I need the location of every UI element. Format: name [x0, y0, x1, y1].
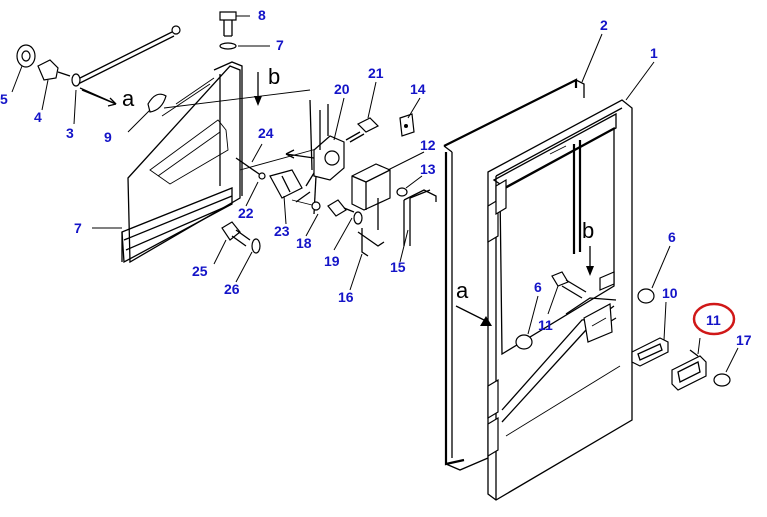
callout-labels: 2 1 8 7 5 4 3 9 7 24 22 23 18 19 20 21 1… — [0, 7, 752, 348]
callout-25: 23 — [274, 223, 290, 239]
fasteners-3-4-5 — [16, 44, 81, 87]
cap-6-lower — [515, 334, 533, 350]
clip-16 — [399, 113, 415, 137]
callout-11: 11 — [706, 312, 721, 328]
rods-17-18 — [357, 189, 437, 257]
grommet-10 — [147, 93, 167, 113]
callout-16: 14 — [410, 81, 426, 97]
callout-5: 5 — [0, 91, 8, 107]
view-letter-b-left: b — [268, 64, 280, 89]
view-letter-a-right: a — [456, 278, 469, 303]
bolt-9-washer-8 — [219, 11, 237, 50]
callout-4: 4 — [34, 109, 42, 125]
door-1 — [487, 99, 633, 501]
bolt-27-washer-28 — [221, 221, 261, 254]
callout-15: 13 — [420, 161, 436, 177]
callout-18: 16 — [338, 289, 354, 305]
callout-19: 17 — [736, 332, 752, 348]
callout-12: 10 — [662, 285, 678, 301]
callout-9: 8 — [258, 7, 266, 23]
callout-20: 18 — [296, 235, 312, 251]
callout-14: 12 — [420, 137, 436, 153]
leader-lines — [11, 15, 739, 373]
view-letter-b-right: b — [582, 218, 594, 243]
callout-6-lower: 6 — [534, 279, 542, 295]
callout-26: 24 — [258, 125, 274, 141]
callout-10: 9 — [104, 129, 112, 145]
callout-3: 3 — [66, 125, 74, 141]
view-letters: a b a b — [122, 64, 594, 303]
view-b-right — [586, 246, 615, 291]
callout-7: 7 — [74, 220, 82, 236]
callout-23: 21 — [368, 65, 384, 81]
callout-13: 11 — [538, 317, 553, 333]
callout-22: 20 — [334, 81, 350, 97]
door-seal-2 — [443, 78, 585, 471]
view-letter-a-left: a — [122, 86, 135, 111]
callout-27: 25 — [192, 263, 208, 279]
bolt-13 — [551, 271, 587, 299]
callout-28: 26 — [224, 281, 240, 297]
view-a-left — [81, 89, 117, 105]
callout-1: 1 — [650, 45, 658, 61]
highlight-ring — [692, 302, 736, 336]
callout-21: 19 — [324, 253, 340, 269]
trim-panel — [121, 61, 243, 264]
nut-15 — [396, 187, 408, 197]
callout-6-upper: 6 — [668, 229, 676, 245]
callout-24: 22 — [238, 205, 254, 221]
lock-body-22 — [285, 99, 345, 215]
view-b-left — [254, 72, 262, 106]
callout-2: 2 — [600, 17, 608, 33]
gasket-12 — [631, 337, 669, 367]
handle-11 — [671, 349, 707, 391]
knob-19 — [713, 373, 731, 387]
lock-parts-24-25-26 — [235, 157, 323, 203]
cap-6-upper — [637, 288, 655, 304]
striker-14 — [351, 163, 391, 230]
callout-17: 15 — [390, 259, 406, 275]
callout-8: 7 — [276, 37, 284, 53]
view-a-right — [455, 305, 492, 326]
bolt-20-nut-21 — [327, 199, 363, 225]
bolt-23 — [345, 117, 380, 143]
